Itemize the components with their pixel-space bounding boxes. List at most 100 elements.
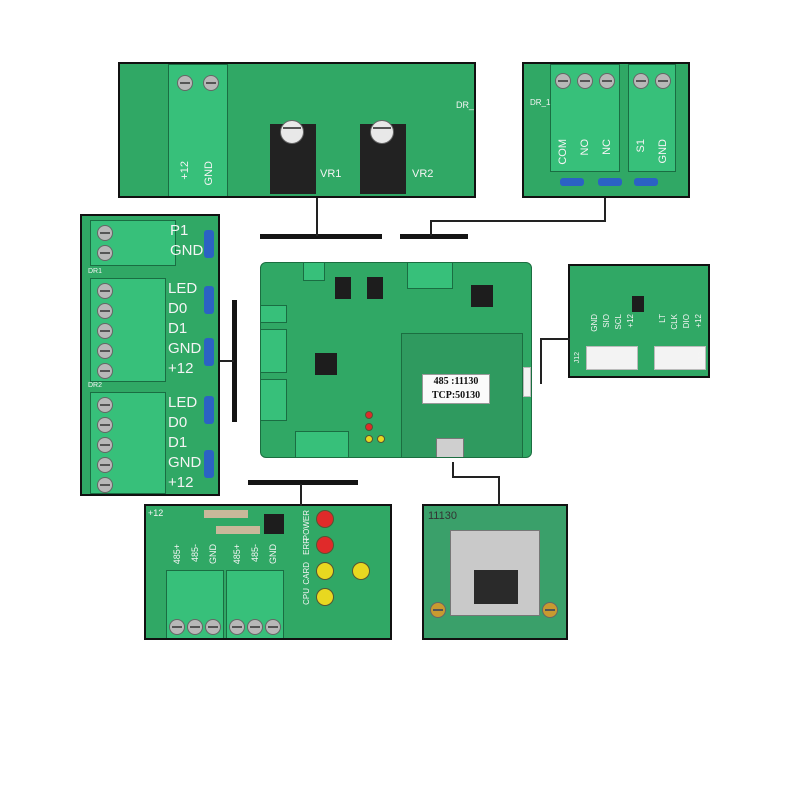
callout-line (430, 220, 606, 222)
connector-label: DIO (682, 314, 691, 329)
ic-chip (632, 296, 644, 312)
resistor (204, 510, 248, 518)
terminal-label: +12 (179, 161, 191, 180)
connector-id: J12 (574, 352, 581, 364)
detail-panel-reader-terminals: P1 GND DR1 LED D0 D1 GND +12 DR2 LED D0 … (80, 214, 220, 496)
jumper (204, 396, 214, 424)
terminal-label: NO (579, 139, 591, 156)
terminal-label: 485+ (172, 544, 182, 565)
main-relay-terminal (407, 263, 453, 289)
terminal-label: +12 (168, 474, 194, 491)
terminal-label: D0 (168, 300, 188, 317)
side-connector (523, 367, 531, 397)
main-chip (471, 285, 493, 307)
led-label: POWER (302, 510, 311, 541)
callout-line (452, 462, 454, 478)
led-label: ERR (302, 538, 311, 555)
terminal-label: 485- (190, 544, 200, 563)
terminal-label: +12 (168, 360, 194, 377)
regulator-label-vr1: VR1 (320, 168, 342, 180)
mcu-chip (315, 353, 337, 375)
terminal-screw (205, 619, 221, 635)
group-id: DR2 (88, 382, 103, 389)
callout-line (220, 360, 234, 362)
callout-bar-bottom (248, 480, 358, 485)
terminal-label: S1 (635, 139, 647, 153)
terminal-screw (97, 477, 113, 493)
terminal-label: LED (168, 280, 198, 297)
sticker-line-2: TCP:50130 (431, 390, 481, 401)
reader-terminal (261, 329, 287, 373)
callout-line (604, 198, 606, 222)
sticker-line-1: 485 :11130 (433, 376, 479, 387)
terminal-screw (187, 619, 203, 635)
terminal-label: GND (657, 139, 669, 164)
corner-label: +12 (148, 508, 164, 518)
jumper (598, 178, 622, 186)
callout-bar-top-left (260, 234, 382, 239)
power-terminal-block: +12 GND (168, 64, 228, 196)
terminal-screw (97, 283, 113, 299)
detail-panel-relay-terminals: COM NO NC S1 GND DR_1 (522, 62, 690, 198)
terminal-label: D1 (168, 320, 188, 337)
terminal-label: GND (268, 544, 278, 564)
mounting-screw (542, 602, 558, 618)
reader-terminal (261, 379, 287, 421)
rs485-terminal (295, 431, 349, 457)
connector-j12 (586, 346, 638, 370)
callout-bar-left (232, 300, 237, 422)
callout-line (498, 476, 500, 506)
jumper (204, 286, 214, 314)
ethernet-port-opening (474, 570, 518, 604)
serial-sticker: 485 :11130 TCP:50130 (422, 374, 490, 404)
connector-label: LT (658, 314, 667, 323)
callout-line (430, 220, 432, 236)
terminal-screw (265, 619, 281, 635)
reader-terminal (261, 305, 287, 323)
group-id: DR1 (88, 268, 103, 275)
jumper (204, 450, 214, 478)
terminal-label: COM (557, 139, 569, 165)
terminal-label: GND (170, 242, 204, 259)
callout-line (540, 338, 542, 384)
terminal-screw (97, 225, 113, 241)
regulator (335, 277, 351, 299)
rs485-terminal-block-2 (226, 570, 284, 638)
status-led (377, 435, 385, 443)
terminal-screw (97, 363, 113, 379)
corner-label: DR_ (456, 100, 475, 110)
card-led-secondary (352, 562, 370, 580)
terminal-screw (97, 457, 113, 473)
terminal-screw (97, 417, 113, 433)
relay-terminal-block: COM NO NC (550, 64, 620, 172)
terminal-screw (97, 303, 113, 319)
terminal-screw (97, 397, 113, 413)
terminal-screw (177, 75, 193, 91)
callout-line (300, 484, 302, 506)
terminal-screw (555, 73, 571, 89)
terminal-label: D0 (168, 414, 188, 431)
terminal-label: D1 (168, 434, 188, 451)
terminal-screw (633, 73, 649, 89)
connector-label: +12 (626, 314, 635, 328)
connector-label: GND (590, 314, 599, 332)
terminal-screw (229, 619, 245, 635)
terminal-label: LED (168, 394, 198, 411)
reader1-terminal-block (90, 278, 166, 382)
detail-panel-rs485-leds: +12 485+ 485- GND 485+ 485- GND POWER ER… (144, 504, 392, 640)
detail-panel-ethernet: 11130 (422, 504, 568, 640)
corner-label: DR_1 (530, 98, 551, 107)
detail-panel-power-regulators: +12 GND VR1 VR2 DR_ (118, 62, 476, 198)
terminal-label: GND (168, 454, 202, 471)
callout-line (540, 338, 570, 340)
mounting-screw (430, 602, 446, 618)
jumper (204, 230, 214, 258)
regulator (367, 277, 383, 299)
card-led (316, 562, 334, 580)
ethernet-port (436, 438, 464, 457)
status-led (365, 423, 373, 431)
terminal-screw (169, 619, 185, 635)
terminal-label: 485- (250, 544, 260, 563)
connector-label: SIO (602, 314, 611, 328)
jumper (204, 338, 214, 366)
